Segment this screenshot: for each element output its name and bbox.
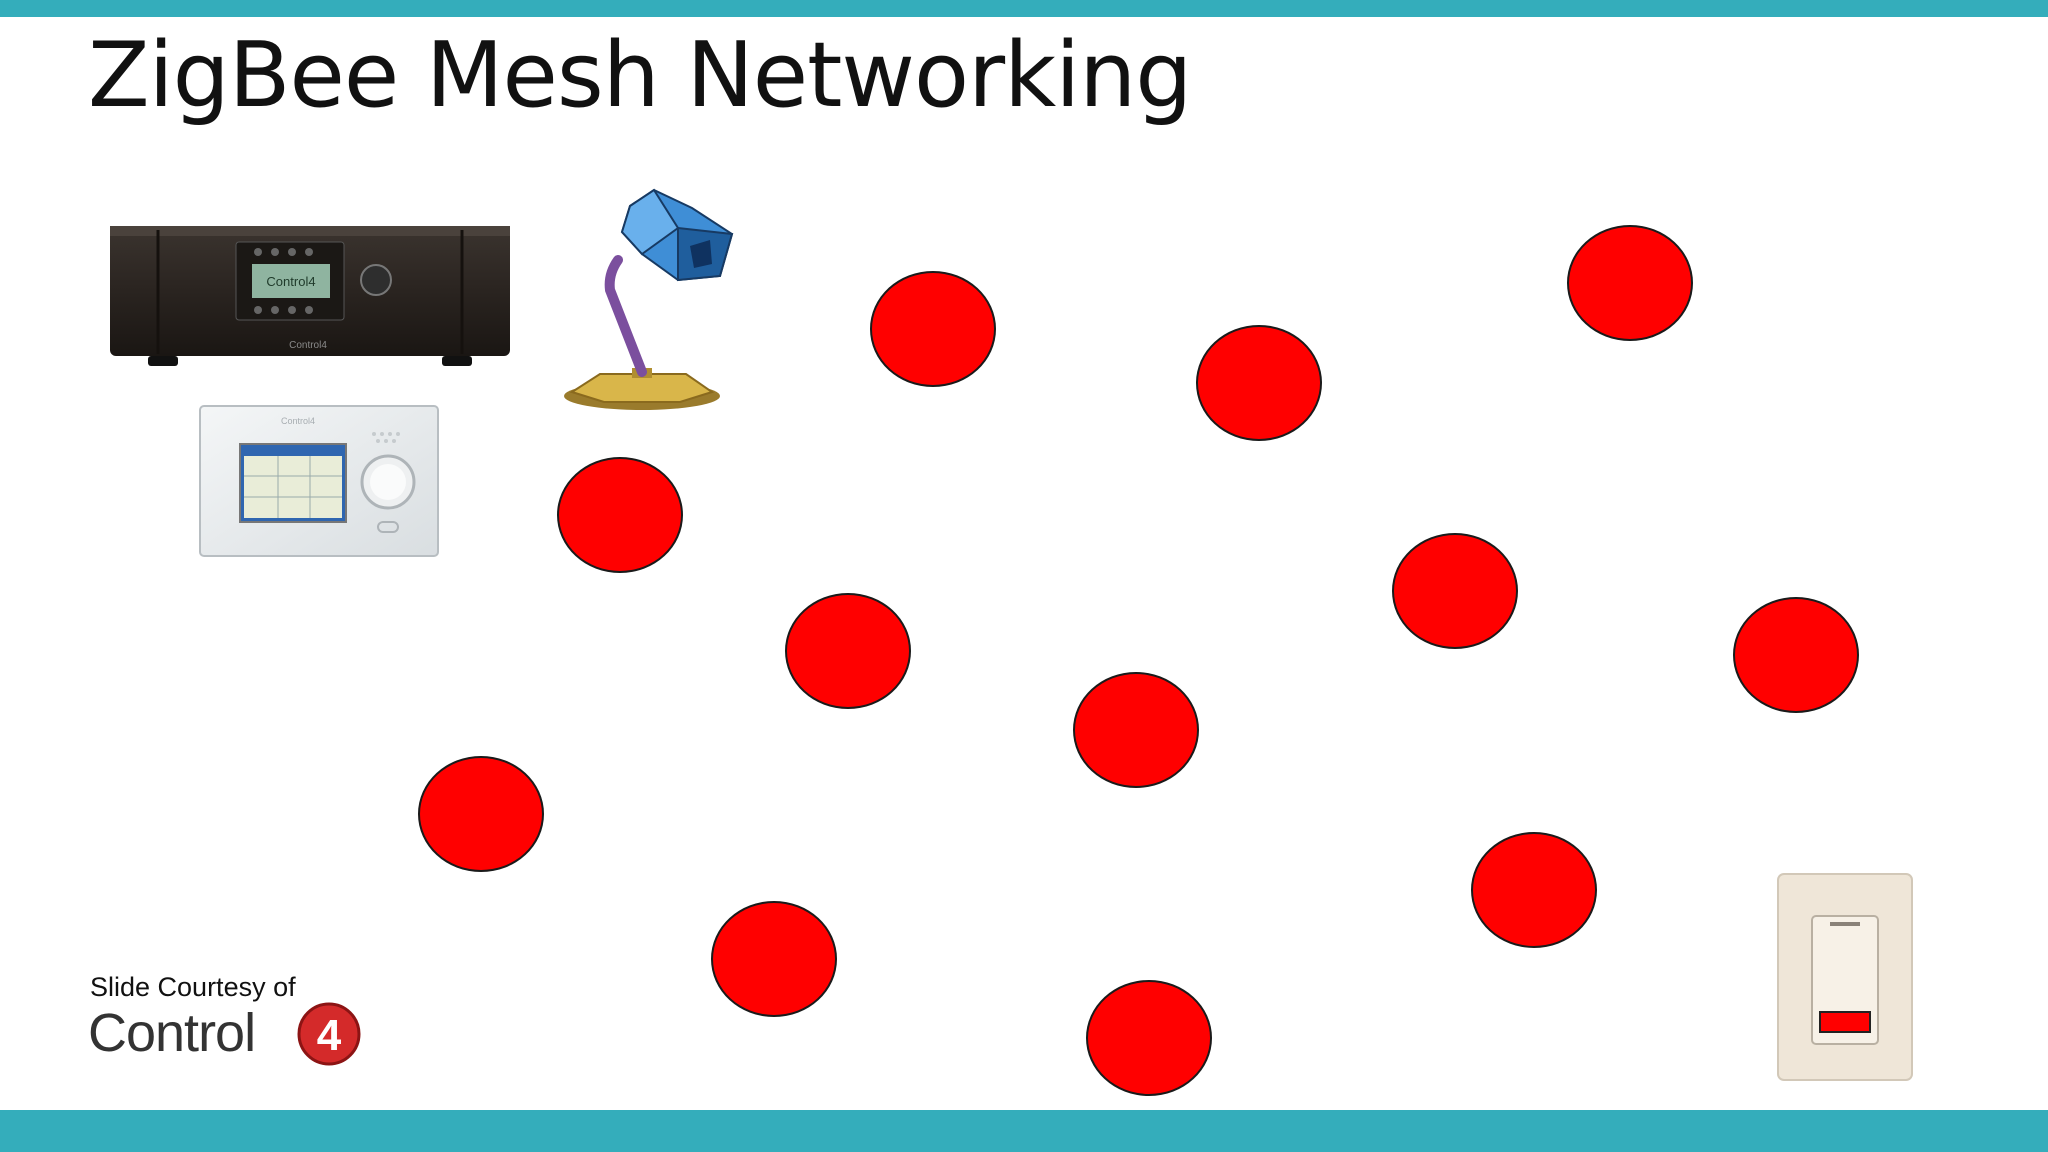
bottom-accent-bar	[0, 1110, 2048, 1152]
touchscreen-brand-text: Control4	[281, 416, 315, 426]
mesh-node	[1086, 980, 1212, 1096]
controller-screen-text: Control4	[266, 274, 315, 289]
mesh-node	[1196, 325, 1322, 441]
wall-touchscreen-icon: Control4	[199, 405, 439, 557]
mesh-node	[418, 756, 544, 872]
mesh-node	[711, 901, 837, 1017]
top-accent-bar	[0, 0, 2048, 17]
desk-lamp-icon	[564, 188, 734, 410]
mesh-node	[1073, 672, 1199, 788]
home-controller-icon: Control4 Control4	[110, 226, 510, 366]
mesh-node	[1733, 597, 1859, 713]
mesh-node	[1567, 225, 1693, 341]
slide-credit: Slide Courtesy of Control 4	[88, 972, 388, 1082]
brand-mark-icon: 4	[297, 1002, 361, 1066]
brand-name: Control	[88, 1003, 256, 1063]
mesh-node	[785, 593, 911, 709]
controller-brand-text: Control4	[289, 340, 327, 351]
mesh-node	[1471, 832, 1597, 948]
mesh-node	[557, 457, 683, 573]
brand-logo: Control 4	[88, 1002, 388, 1082]
slide-title: ZigBee Mesh Networking	[88, 23, 1192, 128]
mesh-node	[870, 271, 996, 387]
mesh-node	[1392, 533, 1518, 649]
brand-mark-text: 4	[317, 1011, 342, 1060]
credit-text: Slide Courtesy of	[90, 972, 296, 1002]
light-switch-icon	[1777, 873, 1913, 1081]
